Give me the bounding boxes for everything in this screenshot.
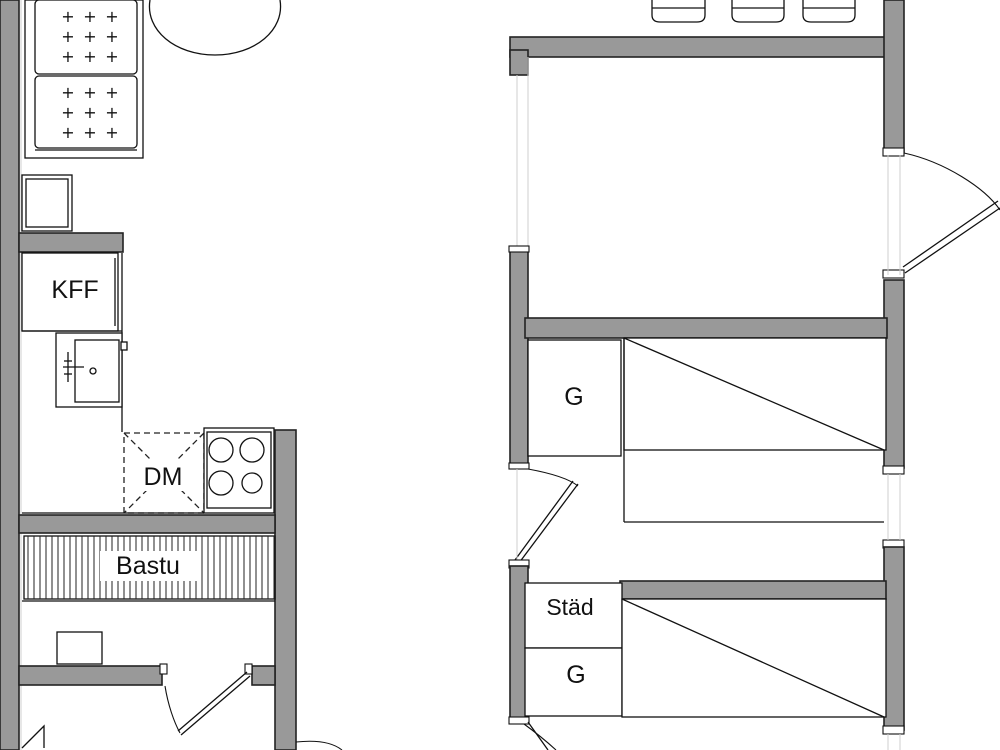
svg-text:+: + [83, 27, 96, 46]
svg-text:+: + [105, 123, 118, 142]
right-unit: G Städ [508, 0, 1000, 750]
bed-lower [621, 598, 887, 718]
wardrobe-top-wall [524, 317, 888, 339]
round-table [148, 0, 282, 56]
chairs [651, 0, 856, 23]
svg-text:+: + [61, 27, 74, 46]
kitchen-top-wall [18, 232, 124, 253]
door-swing-icon [514, 468, 579, 564]
svg-text:+: + [83, 7, 96, 26]
sauna-benches [23, 535, 276, 600]
cleaning-closet-label: Städ [546, 594, 593, 620]
svg-text:+: + [61, 7, 74, 26]
bathroom-lower-wall-right [251, 665, 276, 686]
fridge-freezer [21, 252, 119, 332]
stair-corner [21, 724, 45, 749]
bathroom-lower-wall-left [18, 665, 163, 686]
bed-upper [623, 337, 887, 523]
door-swing-icon [159, 663, 253, 736]
sauna-label: Bastu [116, 552, 180, 580]
right-wall-lower [883, 546, 905, 731]
sink-faucet-icon [55, 332, 128, 408]
right-wall-middle [883, 279, 905, 469]
sauna-top-wall [18, 514, 276, 534]
door-arc-bottom [295, 740, 343, 750]
dishwasher: DM [123, 432, 205, 514]
wardrobe-upper [527, 339, 622, 457]
svg-text:+: + [105, 83, 118, 102]
svg-text:+: + [105, 47, 118, 66]
svg-text:+: + [61, 103, 74, 122]
fridge-freezer-label: KFF [51, 276, 98, 304]
left-wall-middle [509, 248, 529, 468]
bedroom-top-wall [509, 36, 889, 58]
toilet [56, 631, 103, 665]
wardrobe-lower-label: G [566, 661, 585, 689]
sofa [24, 0, 144, 159]
svg-text:+: + [105, 103, 118, 122]
svg-text:+: + [83, 47, 96, 66]
wardrobe-upper-label: G [564, 383, 583, 411]
door-arc-lower [523, 723, 557, 750]
svg-text:+: + [83, 103, 96, 122]
svg-text:+: + [61, 47, 74, 66]
svg-text:+: + [105, 7, 118, 26]
svg-text:+: + [105, 27, 118, 46]
stove-burners-icon [203, 427, 275, 514]
plus-marks-icon: +++ +++ +++ +++ +++ +++ [61, 7, 118, 142]
dishwasher-label: DM [144, 463, 183, 491]
left-wall-stub [509, 49, 529, 76]
right-wall-upper [883, 0, 905, 153]
left-outer-wall [0, 0, 20, 750]
wardrobe-lower [524, 647, 623, 717]
door-swing-icon [902, 152, 1000, 274]
kitchen-right-wall [274, 429, 297, 750]
svg-text:+: + [61, 83, 74, 102]
svg-text:+: + [61, 123, 74, 142]
svg-text:+: + [83, 83, 96, 102]
lower-bedroom-top-wall [619, 580, 887, 600]
svg-text:+: + [83, 123, 96, 142]
left-unit: +++ +++ +++ +++ +++ +++ KFF [0, 0, 343, 750]
